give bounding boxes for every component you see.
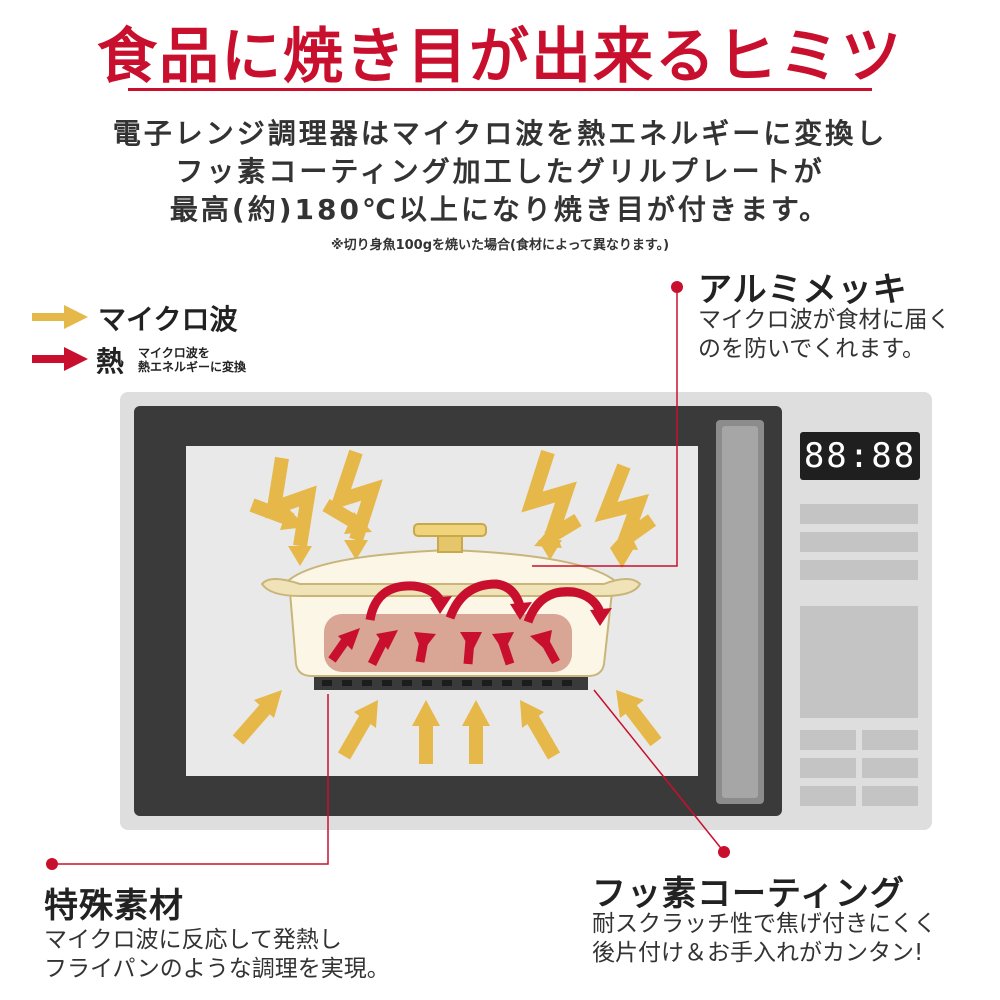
annotation-desc-line: 後片付け＆お手入れがカンタン! [592, 940, 924, 966]
intro-line: 最高(約)180℃以上になり焼き目が付きます。 [169, 193, 831, 226]
panel-button [862, 730, 918, 750]
leader-line-aluminum [532, 287, 678, 567]
panel-button [862, 758, 918, 778]
panel-button [800, 730, 856, 750]
legend-heat-note-line: 熱エネルギーに変換 [138, 360, 247, 374]
yellow-arrow-icon [265, 456, 317, 566]
yellow-arrow-icon [232, 690, 282, 745]
annotation-desc-line: マイクロ波に反応して発熱し [44, 927, 342, 953]
yellow-arrow-icon [337, 700, 378, 760]
annotation-desc-line: マイクロ波が食材に届く [698, 307, 951, 333]
legend-heat-label: 熱 [96, 345, 125, 378]
yellow-arrow-icon [521, 449, 577, 560]
oven-window [186, 446, 698, 776]
cooker-pot [288, 591, 614, 677]
heat-arrows [365, 579, 605, 624]
yellow-arrow-icon [32, 305, 88, 329]
annotation-desc-line: 耐スクラッチ性で焦げ付きにくく [592, 911, 937, 937]
yellow-arrow-icon [249, 498, 306, 530]
yellow-arrow-icon [322, 498, 372, 534]
leader-dot [718, 846, 730, 858]
leader-line-fluoro [593, 689, 725, 853]
food [324, 614, 572, 672]
panel-button [800, 786, 856, 806]
panel-strip [800, 560, 918, 580]
intro-line: フッ素コーティング加工したグリルプレートが [175, 155, 825, 188]
yellow-arrow-icon [534, 513, 582, 548]
yellow-arrow-icon [610, 514, 657, 550]
annotation-fluoro-desc: 耐スクラッチ性で焦げ付きにくく 後片付け＆お手入れがカンタン! [592, 910, 937, 968]
panel-strip [800, 504, 918, 524]
annotation-material-desc: マイクロ波に反応して発熱し フライパンのような調理を実現。 [44, 926, 390, 984]
leader-dot [671, 281, 683, 293]
footnote: ※切り身魚100gを焼いた場合(食材によって異なります。) [330, 238, 670, 253]
panel-strip [800, 532, 918, 552]
yellow-arrow-icon [329, 449, 383, 560]
title-underline [128, 88, 872, 91]
red-arrow-icon [365, 581, 444, 621]
annotation-desc-line: のを防いでくれます。 [698, 336, 926, 362]
cooker-lid [280, 548, 624, 589]
red-arrow-icon [445, 579, 525, 620]
legend-heat-note: マイクロ波を 熱エネルギーに変換 [138, 346, 246, 374]
panel-button [800, 758, 856, 778]
annotation-desc-line: フライパンのような調理を実現。 [44, 956, 390, 982]
annotation-fluoro-title: フッ素コーティング [592, 874, 905, 914]
oven-door [134, 406, 782, 816]
annotation-material-title: 特殊素材 [44, 886, 184, 926]
yellow-arrow-icon [462, 700, 490, 764]
red-arrow-icon [523, 587, 605, 624]
page-title: 食品に焼き目が出来るヒミツ [97, 22, 903, 92]
leader-line-material [52, 694, 329, 865]
yellow-arrow-icon [616, 690, 662, 747]
lid-knob [413, 523, 487, 537]
annotation-aluminum-desc: マイクロ波が食材に届く のを防いでくれます。 [698, 306, 951, 364]
legend-microwave-label: マイクロ波 [98, 303, 238, 336]
yellow-arrow-icon [412, 700, 440, 764]
panel-button [862, 786, 918, 806]
door-handle [716, 420, 764, 804]
panel-screen [800, 606, 918, 718]
yellow-arrow-icon [520, 700, 561, 760]
red-arrow-icon [32, 347, 88, 371]
legend-heat-note-line: マイクロ波を [138, 346, 210, 360]
grill-plate [314, 676, 588, 690]
clock-readout: 88:88 [803, 436, 917, 476]
annotation-aluminum-title: アルミメッキ [698, 270, 908, 310]
intro-line: 電子レンジ調理器はマイクロ波を熱エネルギーに変換し [112, 117, 888, 150]
microwave-arrows [232, 449, 662, 764]
leader-dot [46, 858, 58, 870]
cooker-rim [260, 578, 642, 597]
yellow-arrow-icon [594, 463, 650, 568]
